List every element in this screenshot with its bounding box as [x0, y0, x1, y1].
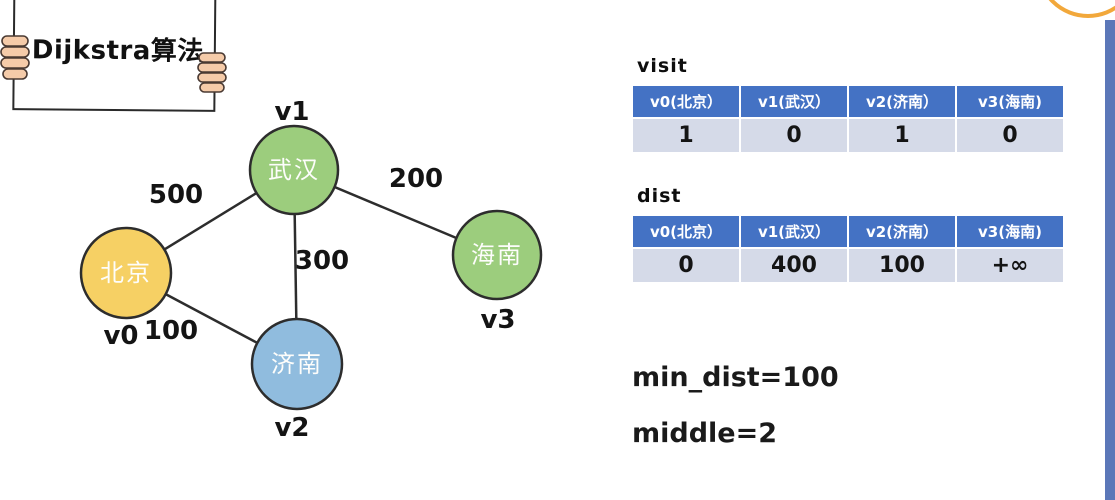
node-city-label-v2: 济南: [271, 350, 323, 378]
table-header-cell: v3(海南): [957, 86, 1063, 117]
table-value-cell: 400: [741, 249, 847, 282]
edge-weight-v1-v2: 300: [295, 246, 349, 276]
visit-table-title: visit: [637, 55, 688, 77]
corner-circle-decoration: [1036, 0, 1115, 18]
node-city-label-v0: 北京: [100, 259, 152, 287]
node-city-label-v3: 海南: [471, 241, 523, 269]
node-id-label-v2: v2: [274, 413, 309, 443]
table-header-cell: v1(武汉）: [741, 86, 847, 117]
node-v2: [250, 317, 344, 411]
banner-title: Dijkstra算法: [31, 35, 204, 67]
dist-table-title: dist: [637, 185, 682, 207]
edge-weight-v1-v3: 200: [389, 164, 443, 194]
table-value-cell: 1: [633, 119, 739, 152]
hand-left-icon: [0, 35, 30, 80]
table-value-cell: 0: [957, 119, 1063, 152]
edge-weight-v0-v2: 100: [144, 316, 198, 346]
node-v3: [451, 209, 543, 301]
right-edge-bar: [1105, 20, 1115, 500]
edge-weight-v0-v1: 500: [149, 180, 203, 210]
graph-canvas: 北京 v0 武汉 v1 济南 v2 海南 v3 500 100 300 200: [79, 97, 543, 443]
min-dist-value: min_dist=100: [632, 362, 839, 393]
table-header-cell: v0(北京）: [633, 216, 739, 247]
table-value-cell: 1: [849, 119, 955, 152]
table-value-cell: 0: [633, 249, 739, 282]
table-value-cell: 100: [849, 249, 955, 282]
hand-right-icon: [197, 52, 227, 93]
middle-value: middle=2: [632, 418, 778, 449]
node-id-label-v1: v1: [274, 97, 309, 127]
node-v1: [248, 124, 340, 216]
node-id-label-v3: v3: [480, 305, 515, 335]
table-header-cell: v3(海南): [957, 216, 1063, 247]
table-value-cell: +∞: [957, 249, 1063, 282]
table-value-cell: 0: [741, 119, 847, 152]
table-header-cell: v1(武汉）: [741, 216, 847, 247]
table-header-cell: v2(济南）: [849, 86, 955, 117]
table-header-cell: v2(济南）: [849, 216, 955, 247]
node-city-label-v1: 武汉: [268, 156, 320, 184]
banner-sign: Dijkstra算法: [12, 0, 217, 112]
table-header-cell: v0(北京）: [633, 86, 739, 117]
node-id-label-v0: v0: [103, 321, 138, 351]
node-v0: [79, 226, 173, 320]
